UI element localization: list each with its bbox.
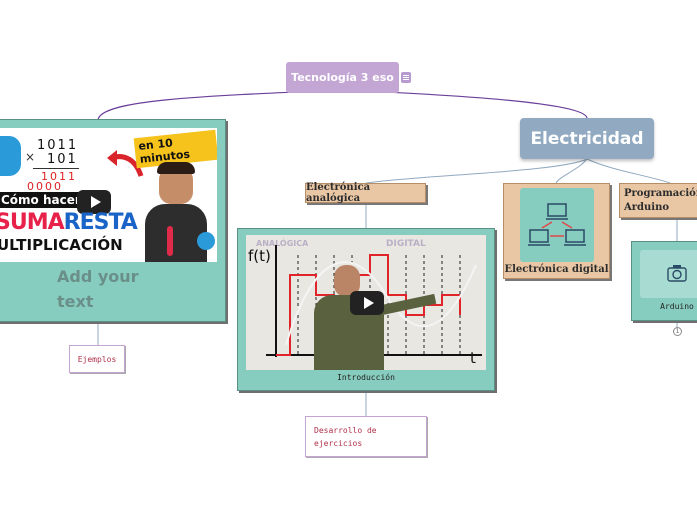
digits-top: 1011	[37, 138, 78, 153]
ball-icon	[197, 232, 215, 250]
topic-electronica-digital[interactable]: Electrónica digital	[503, 183, 610, 279]
logo-icon	[0, 136, 21, 176]
camera-icon	[640, 250, 697, 298]
thumb-multiplicacion: ULTIPLICACIÓN	[0, 236, 123, 254]
thumb-suma-resta: SUMARESTA	[0, 210, 137, 235]
network-icon	[520, 188, 594, 262]
root-topic[interactable]: Tecnología 3 eso	[286, 62, 399, 93]
video-thumbnail-analog[interactable]: ANALÓGICA DIGITAL f(t) t	[246, 235, 486, 370]
topic-electronica-analogica-label: Electrónica analógica	[306, 182, 425, 204]
topic-desarrollo-label: Desarrollo de ejercicios	[314, 426, 377, 448]
collapse-badge-count: 1	[676, 328, 680, 335]
topic-electricidad[interactable]: Electricidad	[520, 118, 654, 159]
topic-electronica-analogica[interactable]: Electrónica analógica	[305, 183, 426, 203]
video-thumbnail-math[interactable]: × 1011 101 1011 0000 en 10 minutos Cómo …	[0, 128, 217, 262]
thumb-suma: SUMA	[0, 210, 64, 235]
play-button-analog[interactable]	[350, 291, 384, 315]
topic-desarrollo-ejercicios[interactable]: Desarrollo de ejercicios	[305, 416, 427, 457]
collapse-badge[interactable]: 1	[673, 327, 682, 336]
topic-card-left[interactable]: × 1011 101 1011 0000 en 10 minutos Cómo …	[0, 119, 226, 322]
video-card-introduccion[interactable]: ANALÓGICA DIGITAL f(t) t Introducción	[237, 228, 495, 391]
thumb-resta: RESTA	[64, 210, 137, 235]
note-icon[interactable]	[401, 72, 411, 83]
topic-ejemplos[interactable]: Ejemplos	[69, 345, 125, 373]
digits-mid: 101	[47, 152, 78, 167]
root-topic-label: Tecnología 3 eso	[291, 71, 394, 84]
card-left-text[interactable]: Add your text	[57, 264, 157, 314]
topic-arduino[interactable]: Arduino	[631, 241, 697, 321]
video-caption-introduccion: Introducción	[238, 373, 494, 382]
person-photo	[145, 164, 207, 262]
topic-programacion-label: Programación Arduino	[624, 188, 697, 213]
teacher-photo	[314, 265, 384, 370]
topic-electronica-digital-label: Electrónica digital	[504, 264, 609, 275]
topic-programacion-arduino[interactable]: Programación Arduino	[619, 183, 697, 218]
thumb-como-hacer: Cómo hacer	[0, 192, 85, 208]
topic-electricidad-label: Electricidad	[530, 129, 643, 149]
sum-line	[33, 168, 79, 169]
topic-arduino-label: Arduino	[632, 302, 697, 311]
topic-ejemplos-label: Ejemplos	[78, 355, 117, 364]
multiply-sign: ×	[25, 150, 35, 164]
